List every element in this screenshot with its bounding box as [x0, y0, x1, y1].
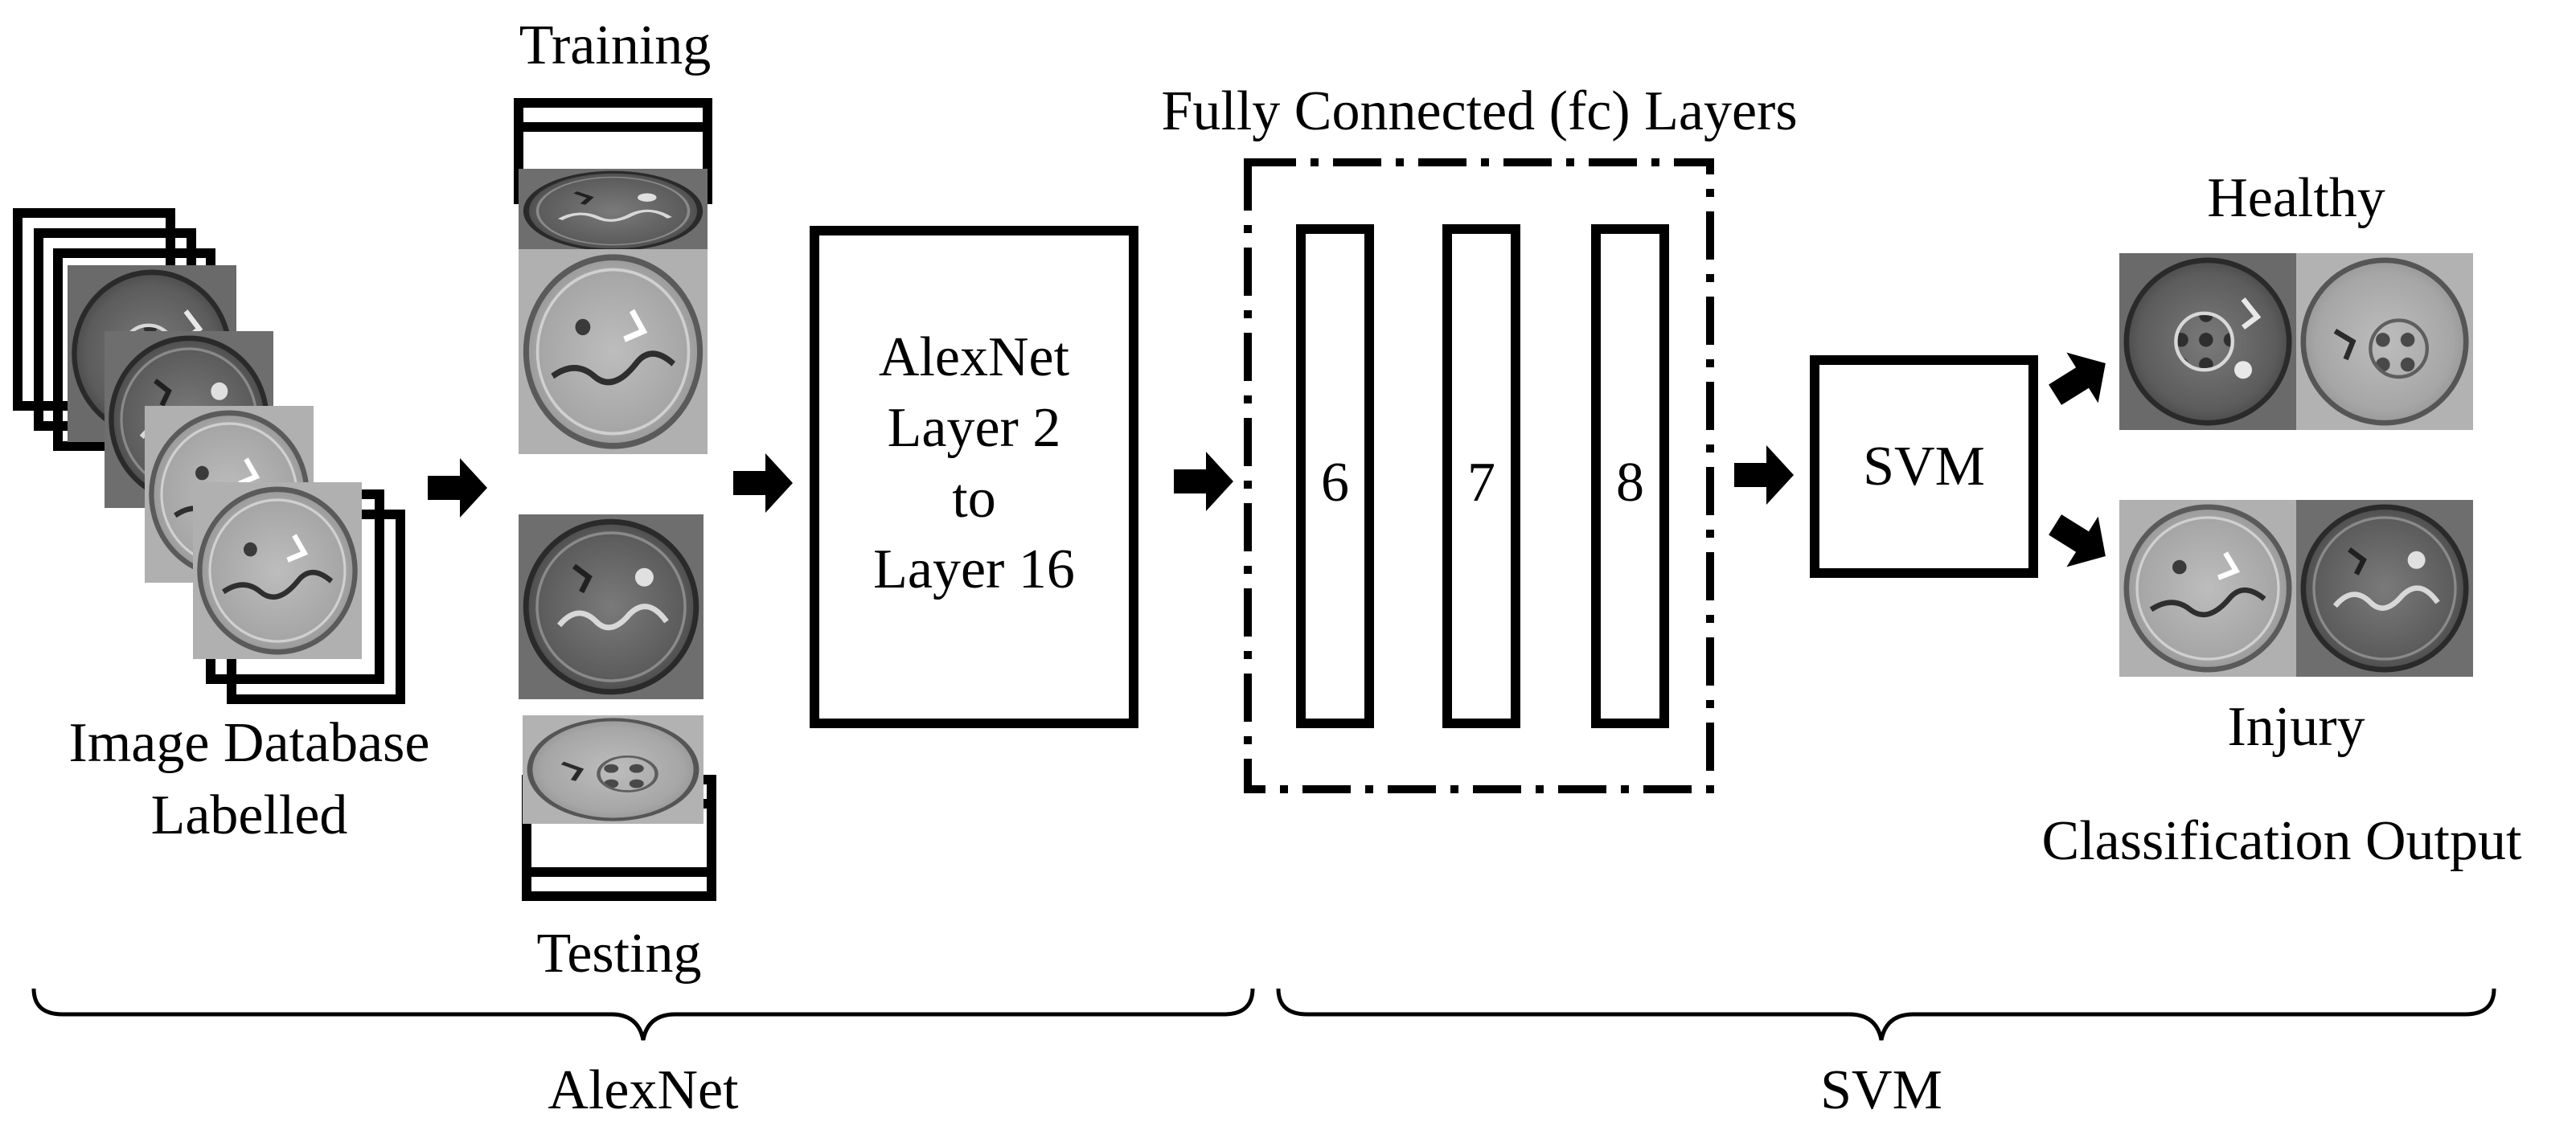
alexnet-brace — [31, 988, 1255, 1041]
alexnet-box-line3: to — [952, 468, 996, 530]
fc-layer-8-box — [1591, 224, 1669, 728]
right-arrow-icon — [1174, 452, 1233, 511]
svm-brace — [1276, 988, 2496, 1041]
image-database-stack — [13, 208, 405, 704]
right-arrow-icon — [428, 458, 487, 518]
fc-layer-8-label: 8 — [1616, 452, 1644, 514]
alexnet-box — [810, 226, 1138, 728]
db-image-4 — [193, 482, 362, 659]
right-arrow-icon — [2049, 514, 2106, 567]
injury-label: Injury — [2227, 696, 2365, 758]
fc-layer-7-box — [1442, 224, 1520, 728]
right-arrow-icon — [2049, 352, 2106, 405]
fc-layer-6-label: 6 — [1321, 452, 1349, 514]
testing-label: Testing — [536, 923, 702, 985]
alexnet-box-text: AlexNet Layer 2 to Layer 16 — [814, 330, 1134, 598]
right-arrow-icon — [733, 453, 793, 513]
testing-stack — [519, 514, 716, 901]
training-stack — [514, 98, 712, 454]
fc-layer-6-box — [1296, 224, 1374, 728]
healthy-images — [2119, 253, 2473, 430]
injury-images — [2119, 500, 2473, 677]
svm-box-label: SVM — [1863, 436, 1985, 498]
svm-box — [1810, 355, 2038, 578]
image-database-line2: Labelled — [150, 784, 348, 846]
brace-svm-label: SVM — [1820, 1059, 1942, 1121]
brace-alexnet-label: AlexNet — [548, 1059, 739, 1121]
alexnet-box-line1: AlexNet — [878, 326, 1070, 388]
training-label: Training — [519, 14, 712, 76]
alexnet-box-line4: Layer 16 — [873, 538, 1075, 600]
healthy-label: Healthy — [2207, 167, 2385, 229]
image-database-line1: Image Database — [68, 712, 430, 774]
right-arrow-icon — [1734, 445, 1794, 505]
fc-layer-7-label: 7 — [1467, 452, 1495, 514]
alexnet-box-line2: Layer 2 — [887, 397, 1061, 459]
classification-output-label: Classification Output — [2041, 810, 2522, 872]
fc-container — [1244, 158, 1714, 793]
image-database-label: Image Database Labelled — [16, 715, 482, 844]
fc-title: Fully Connected (fc) Layers — [1161, 80, 1798, 142]
